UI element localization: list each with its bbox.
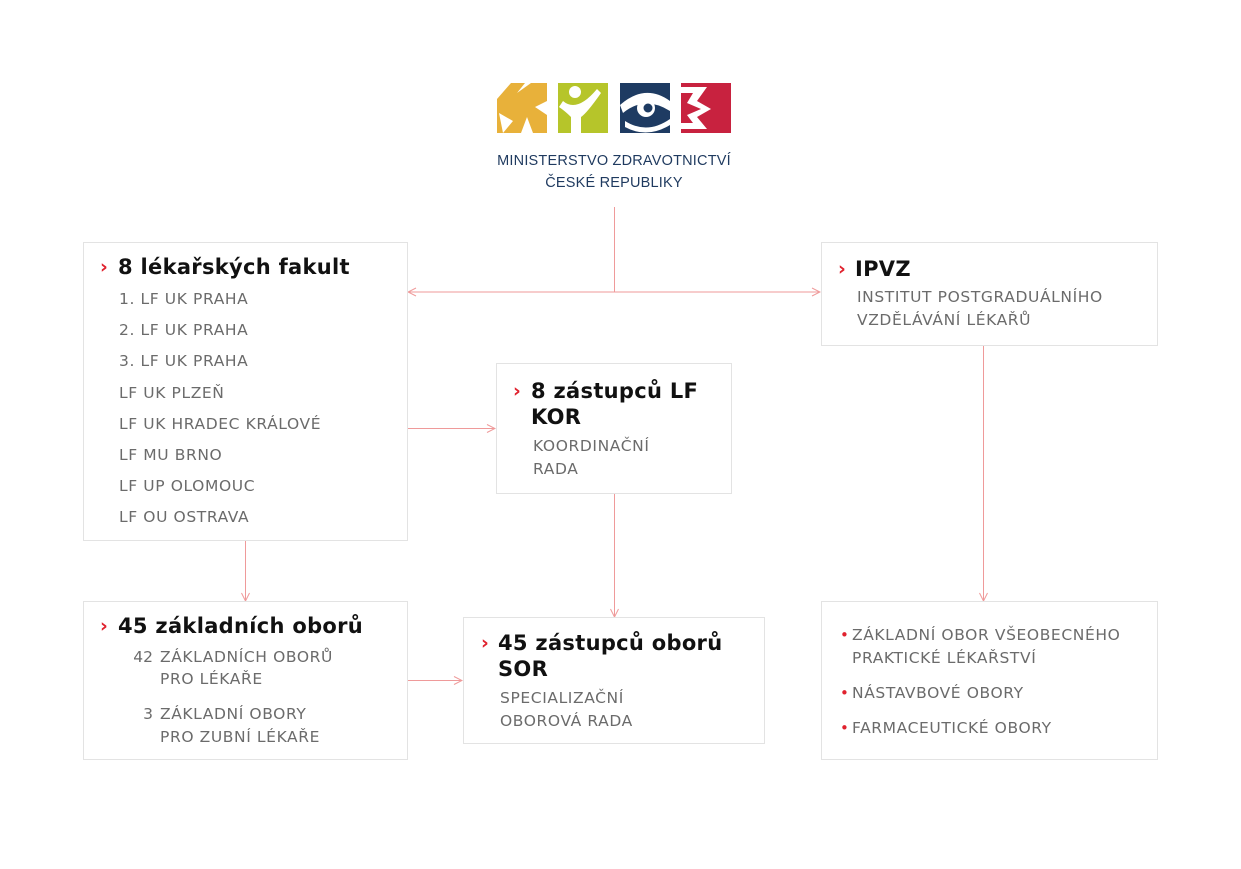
logo-tile-yellow — [497, 83, 547, 133]
sor-box: › 45 zástupců oborů SOR SPECIALIZAČNÍ OB… — [463, 617, 765, 744]
basic-fields-row-line2: PRO ZUBNÍ LÉKAŘE — [160, 728, 321, 746]
list-item: • FARMACEUTICKÉ OBORY — [840, 717, 1160, 740]
ipvz-fields-list: • ZÁKLADNÍ OBOR VŠEOBECNÉHO PRAKTICKÉ LÉ… — [840, 624, 1160, 752]
kor-box: › 8 zástupců LF KOR KOORDINAČNÍ RADA — [496, 363, 732, 494]
list-item: • NÁSTAVBOVÉ OBORY — [840, 682, 1160, 705]
kor-subtitle-line2: RADA — [533, 460, 579, 478]
bullet-icon: • — [840, 684, 850, 702]
chevron-right-icon: › — [838, 258, 846, 280]
list-item: LF UK HRADEC KRÁLOVÉ — [119, 414, 322, 433]
list-item: • ZÁKLADNÍ OBOR VŠEOBECNÉHO PRAKTICKÉ LÉ… — [840, 624, 1160, 670]
basic-fields-row-line1: ZÁKLADNÍCH OBORŮ — [160, 648, 333, 666]
basic-fields-count: 3 — [143, 705, 153, 723]
kor-title-line1: 8 zástupců LF — [531, 379, 699, 403]
bullet-icon: • — [840, 719, 850, 737]
basic-fields-title: 45 základních oborů — [118, 614, 364, 638]
list-item: LF OU OSTRAVA — [119, 508, 250, 527]
ministry-name-line1: MINISTERSTVO ZDRAVOTNICTVÍ — [497, 153, 731, 169]
list-item-line2: PRAKTICKÉ LÉKAŘSTVÍ — [852, 649, 1037, 667]
list-item: 2. LF UK PRAHA — [119, 321, 249, 340]
faculties-list: 1. LF UK PRAHA 2. LF UK PRAHA 3. LF UK P… — [119, 288, 321, 538]
basic-fields-row-line2: PRO LÉKAŘE — [160, 670, 263, 688]
ipvz-title: IPVZ — [855, 257, 911, 281]
kor-title-line2: KOR — [531, 405, 582, 429]
ipvz-subtitle-line2: VZDĚLÁVÁNÍ LÉKAŘŮ — [857, 311, 1032, 329]
list-item-line1: ZÁKLADNÍ OBOR VŠEOBECNÉHO — [852, 626, 1121, 644]
chevron-right-icon: › — [513, 380, 521, 402]
ipvz-subtitle-line1: INSTITUT POSTGRADUÁLNÍHO — [857, 288, 1103, 306]
list-item: LF UK PLZEŇ — [119, 383, 225, 402]
basic-fields-count: 42 — [133, 648, 153, 666]
faculties-box: › 8 lékařských fakult 1. LF UK PRAHA 2. … — [83, 242, 408, 541]
list-item-line1: FARMACEUTICKÉ OBORY — [852, 719, 1052, 737]
faculties-title: 8 lékařských fakult — [118, 255, 350, 279]
bullet-icon: • — [840, 626, 850, 644]
list-item: 1. LF UK PRAHA — [119, 290, 249, 308]
chevron-right-icon: › — [100, 256, 108, 278]
chevron-right-icon: › — [481, 632, 489, 654]
list-item: 3. LF UK PRAHA — [119, 352, 249, 371]
kor-subtitle-line1: KOORDINAČNÍ — [533, 437, 650, 455]
list-item: LF MU BRNO — [119, 445, 223, 464]
ministry-name-line2: ČESKÉ REPUBLIKY — [545, 175, 683, 191]
logo-tile-red — [681, 83, 731, 133]
sor-subtitle-line2: OBOROVÁ RADA — [500, 712, 633, 730]
basic-fields-box: › 45 základních oborů 42 ZÁKLADNÍCH OBOR… — [83, 601, 408, 760]
logo-tile-green — [558, 83, 608, 133]
ipvz-fields-box: • ZÁKLADNÍ OBOR VŠEOBECNÉHO PRAKTICKÉ LÉ… — [821, 601, 1158, 760]
list-item-line1: NÁSTAVBOVÉ OBORY — [852, 684, 1024, 702]
chevron-right-icon: › — [100, 615, 108, 637]
ministry-name: MINISTERSTVO ZDRAVOTNICTVÍ ČESKÉ REPUBLI… — [470, 150, 758, 194]
sor-title-line2: SOR — [498, 657, 549, 681]
ipvz-box: › IPVZ INSTITUT POSTGRADUÁLNÍHO VZDĚLÁVÁ… — [821, 242, 1158, 346]
sor-title-line1: 45 zástupců oborů — [498, 631, 723, 655]
ministry-logo — [497, 83, 731, 133]
basic-fields-row-line1: ZÁKLADNÍ OBORY — [160, 705, 307, 723]
sor-subtitle-line1: SPECIALIZAČNÍ — [500, 689, 624, 707]
list-item: LF UP OLOMOUC — [119, 477, 256, 496]
logo-tile-blue — [620, 83, 670, 133]
